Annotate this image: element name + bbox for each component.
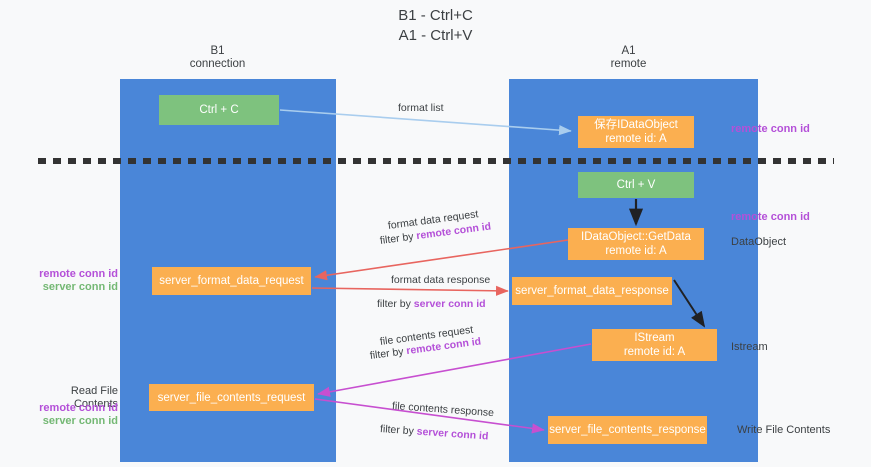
- filter-key-fcres: server conn id: [416, 425, 489, 443]
- column-header-a1: A1 remote: [551, 45, 706, 71]
- title-line-2: A1 - Ctrl+V: [398, 27, 473, 44]
- node-server-format-data-response[interactable]: server_format_data_response: [512, 277, 672, 305]
- edge-label-format-data-response: format data response: [391, 274, 491, 286]
- filter-key-fdres: server conn id: [413, 298, 486, 310]
- node-save-idataobject[interactable]: 保存IDataObject remote id: A: [578, 116, 694, 148]
- label-left-conn-ids-top: remote conn id server conn id: [22, 268, 118, 294]
- title-line-1: B1 - Ctrl+C: [398, 7, 473, 24]
- node-server-format-data-response-label: server_format_data_response: [515, 285, 669, 297]
- label-remote-conn-id-top: remote conn id: [731, 123, 810, 135]
- edge-label-file-contents-response-filter: filter by server conn id: [380, 423, 489, 444]
- node-istream[interactable]: IStream remote id: A: [592, 329, 717, 361]
- node-ctrl-c-label: Ctrl + C: [199, 104, 239, 116]
- node-idataobject-getdata-label: IDataObject::GetData: [581, 231, 691, 243]
- node-save-idataobject-label: 保存IDataObject: [594, 119, 678, 131]
- node-server-file-contents-response[interactable]: server_file_contents_response: [548, 416, 707, 444]
- node-server-file-contents-response-label: server_file_contents_response: [549, 424, 706, 436]
- node-server-file-contents-request[interactable]: server_file_contents_request: [149, 384, 314, 411]
- column-header-a1-role: remote: [610, 58, 647, 70]
- label-remote-conn-id-left-bottom: remote conn id: [39, 402, 118, 414]
- filter-prefix-fcr: filter by: [369, 345, 408, 362]
- edge-label-format-list: format list: [398, 102, 444, 114]
- node-ctrl-v[interactable]: Ctrl + V: [578, 172, 694, 198]
- node-save-idataobject-sub: remote id: A: [605, 133, 667, 145]
- node-server-file-contents-request-label: server_file_contents_request: [157, 391, 306, 404]
- column-header-b1-role: connection: [189, 58, 246, 70]
- node-istream-label: IStream: [634, 332, 675, 344]
- label-read-file-contents: Read File Contents: [70, 385, 118, 410]
- label-server-conn-id-left-top: server conn id: [42, 281, 118, 293]
- label-server-conn-id-left-bottom: server conn id: [42, 415, 118, 427]
- phase-divider: [38, 158, 834, 164]
- column-header-b1: B1 connection: [150, 45, 285, 71]
- column-header-b1-name: B1: [210, 45, 225, 57]
- label-istream: Istream: [731, 341, 768, 353]
- label-write-file-contents: Write File Contents: [737, 424, 831, 436]
- edge-label-file-contents-response: file contents response: [391, 400, 495, 420]
- node-istream-sub: remote id: A: [623, 346, 686, 358]
- node-idataobject-getdata-sub: remote id: A: [605, 245, 667, 257]
- label-remote-conn-id-left-top: remote conn id: [39, 268, 118, 280]
- node-server-format-data-request-label: server_format_data_request: [159, 275, 304, 287]
- arrow-format-data-response: [311, 285, 509, 296]
- filter-prefix-fdr: filter by: [379, 230, 418, 247]
- page-title: B1 - Ctrl+C A1 - Ctrl+V: [0, 6, 871, 46]
- node-server-format-data-request[interactable]: server_format_data_request: [152, 267, 311, 295]
- label-left-conn-ids-bottom: remote conn id server conn id: [22, 402, 118, 428]
- label-remote-conn-id-mid: remote conn id: [731, 211, 810, 223]
- column-header-a1-name: A1: [621, 45, 636, 57]
- filter-prefix-fcres: filter by: [379, 423, 418, 438]
- node-ctrl-c[interactable]: Ctrl + C: [159, 95, 279, 125]
- filter-prefix-fdres: filter by: [377, 298, 414, 310]
- node-idataobject-getdata[interactable]: IDataObject::GetData remote id: A: [568, 228, 704, 260]
- node-ctrl-v-label: Ctrl + V: [616, 179, 656, 191]
- edge-label-format-data-response-filter: filter by server conn id: [377, 298, 486, 311]
- label-dataobject: DataObject: [731, 236, 787, 248]
